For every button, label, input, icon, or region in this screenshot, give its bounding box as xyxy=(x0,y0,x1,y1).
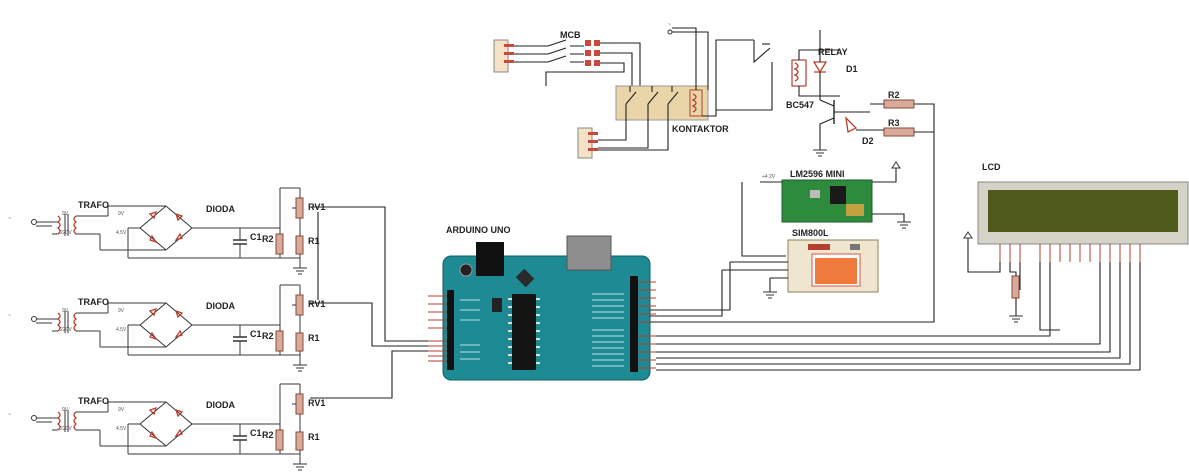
v9-left-label: 9V xyxy=(62,308,69,314)
dioda-label: DIODA xyxy=(206,400,236,410)
r2-label: R2 xyxy=(262,234,274,244)
mcb-label: MCB xyxy=(560,30,581,40)
kontaktor-label: KONTAKTOR xyxy=(672,124,729,134)
terminal-block-top xyxy=(493,39,514,73)
psu-block-2: TRAFO DIODA C1 R2 RV1 R1 9V 9V 220V 4.5V xyxy=(7,284,325,372)
dioda-label: DIODA xyxy=(206,301,236,311)
arduino-uno-board: ARDUINO UNO xyxy=(428,225,656,381)
v9-left-label: 9V xyxy=(62,211,69,217)
r2-label: R2 xyxy=(262,430,274,440)
rv1-label: RV1 xyxy=(308,299,325,309)
mcb-kontaktor-section: MCB KONTAKTOR ~ xyxy=(493,22,754,159)
mcb-switch-symbol xyxy=(514,39,600,66)
trafo-label: TRAFO xyxy=(78,200,109,210)
d2-label: D2 xyxy=(862,136,874,146)
lm2596-label: LM2596 MINI xyxy=(790,169,845,179)
terminal-block-bottom xyxy=(577,127,598,159)
bc547-label: BC547 xyxy=(786,100,814,110)
psu-block-3: TRAFO DIODA C1 R2 RV1 R1 9V 9V 220V 4.5V xyxy=(7,383,325,471)
v42-label: +4.2V xyxy=(762,174,776,180)
v9-left-label: 9V xyxy=(62,407,69,413)
r3-label: R3 xyxy=(888,118,900,128)
dioda-label: DIODA xyxy=(206,204,236,214)
c1-label: C1 xyxy=(250,428,262,438)
arduino-label: ARDUINO UNO xyxy=(446,225,511,235)
r2-relay-label: R2 xyxy=(888,90,900,100)
c1-label: C1 xyxy=(250,232,262,242)
lcd-label: LCD xyxy=(982,162,1001,172)
r1-label: R1 xyxy=(308,333,320,343)
d1-label: D1 xyxy=(846,64,858,74)
psu-block-1: TRAFO DIODA C1 R2 RV1 R1 9V 9V 220V 4.5V xyxy=(7,187,325,275)
lm2596-module: LM2596 MINI +4.2V xyxy=(741,161,911,257)
c1-label: C1 xyxy=(250,329,262,339)
r2-label: R2 xyxy=(262,331,274,341)
sim800l-module: SIM800L xyxy=(650,228,879,317)
ac-source-label: ~ xyxy=(668,22,671,28)
psu-to-arduino-wires xyxy=(310,206,440,399)
v220-label: 220V xyxy=(60,230,72,236)
v45-label: 4.5V xyxy=(116,230,127,236)
v45-label: 4.5V xyxy=(116,327,127,333)
relay-label: RELAY xyxy=(818,47,848,57)
v9-right-label: 9V xyxy=(118,407,125,413)
r1-label: R1 xyxy=(308,236,320,246)
transistor-symbol xyxy=(819,99,870,150)
v45-label: 4.5V xyxy=(116,426,127,432)
v220-label: 220V xyxy=(60,327,72,333)
rv1-label: RV1 xyxy=(308,398,325,408)
sim800l-label: SIM800L xyxy=(792,228,829,238)
v9-right-label: 9V xyxy=(118,211,125,217)
trafo-label: TRAFO xyxy=(78,297,109,307)
kontaktor-symbol xyxy=(615,85,709,121)
lcd-module: LCD xyxy=(656,162,1189,371)
r1-label: R1 xyxy=(308,432,320,442)
v220-label: 220V xyxy=(60,426,72,432)
trafo-label: TRAFO xyxy=(78,396,109,406)
relay-section: RELAY D1 BC547 R2 R3 D2 xyxy=(650,30,935,323)
v9-right-label: 9V xyxy=(118,308,125,314)
